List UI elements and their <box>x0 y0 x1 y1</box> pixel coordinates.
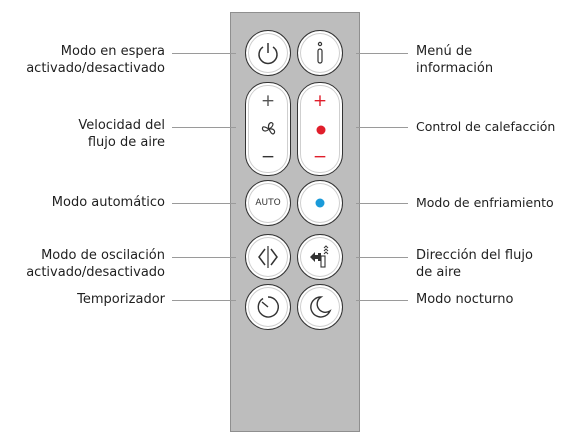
info-button[interactable] <box>297 30 343 76</box>
leader-line <box>172 127 236 128</box>
label-cooling-mode: Modo de enfriamiento <box>416 195 554 210</box>
leader-line <box>172 53 236 54</box>
airflow-direction-icon <box>307 244 333 270</box>
label-night-mode: Modo nocturno <box>416 292 514 307</box>
airflow-direction-button[interactable] <box>297 234 343 280</box>
power-icon <box>255 40 281 66</box>
heating-control[interactable]: + − <box>297 82 343 176</box>
auto-label: AUTO <box>255 198 281 208</box>
label-standby: Modo en espera activado/desactivado <box>26 44 165 76</box>
oscillation-button[interactable] <box>245 234 291 280</box>
label-info-menu: Menú de información <box>416 44 494 76</box>
heat-decrease-button[interactable]: − <box>312 147 328 167</box>
label-heating-control: Control de calefacción <box>416 119 556 134</box>
heat-increase-button[interactable]: + <box>312 91 328 111</box>
label-auto-mode: Modo automático <box>51 195 165 210</box>
label-airflow-speed: Velocidad del flujo de aire <box>78 118 165 150</box>
leader-line <box>356 127 408 128</box>
airflow-speed-control[interactable]: + − <box>245 82 291 176</box>
leader-line <box>356 203 408 204</box>
leader-line <box>356 53 408 54</box>
leader-line <box>172 257 236 258</box>
leader-line <box>356 300 408 301</box>
moon-icon <box>307 294 333 320</box>
auto-mode-button[interactable]: AUTO <box>245 180 291 226</box>
speed-increase-button[interactable]: + <box>260 91 276 111</box>
night-mode-button[interactable] <box>297 284 343 330</box>
timer-button[interactable] <box>245 284 291 330</box>
standby-button[interactable] <box>245 30 291 76</box>
info-icon <box>314 41 326 65</box>
label-oscillation: Modo de oscilación activado/desactivado <box>26 248 165 280</box>
cool-dot-icon <box>315 198 325 208</box>
cooling-mode-button[interactable] <box>297 180 343 226</box>
leader-line <box>356 257 408 258</box>
oscillation-icon <box>256 244 280 270</box>
remote-control <box>230 12 360 432</box>
label-airflow-direction: Dirección del flujo de aire <box>416 248 533 280</box>
label-timer: Temporizador <box>77 292 165 307</box>
timer-icon <box>255 294 281 320</box>
fan-icon <box>246 120 290 138</box>
leader-line <box>172 300 236 301</box>
speed-decrease-button[interactable]: − <box>260 147 276 167</box>
leader-line <box>172 203 236 204</box>
heat-dot-icon <box>298 125 342 135</box>
